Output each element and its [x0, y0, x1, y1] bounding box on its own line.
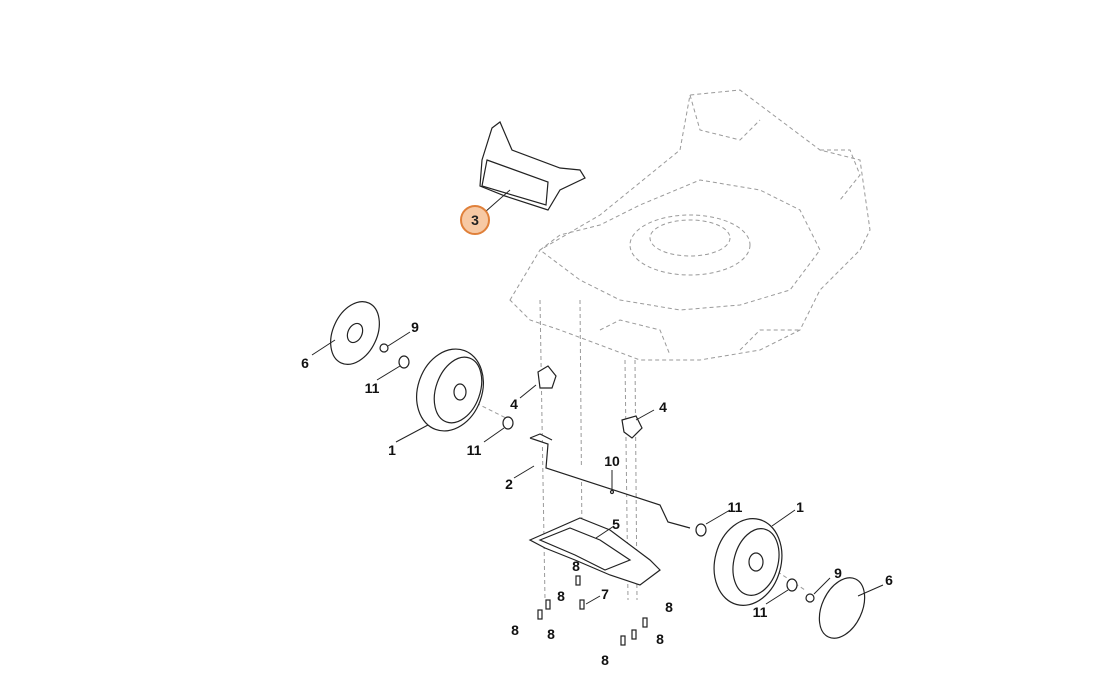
callout-8-f[interactable]: 8	[656, 631, 664, 647]
callout-11-right-lower[interactable]: 11	[753, 604, 768, 620]
bracket-left[interactable]	[537, 365, 557, 389]
callout-11-right[interactable]: 11	[728, 499, 743, 515]
callout-4-right[interactable]: 4	[659, 399, 667, 415]
callout-9-left[interactable]: 9	[411, 319, 419, 335]
callout-8-g[interactable]: 8	[601, 652, 609, 668]
callout-8-b[interactable]: 8	[557, 588, 565, 604]
spacer-right-lower[interactable]	[786, 578, 798, 592]
adjuster-plate-part[interactable]	[528, 517, 661, 586]
screw-part[interactable]	[537, 575, 648, 646]
spacer-right[interactable]	[695, 523, 707, 537]
callout-8-a[interactable]: 8	[572, 558, 580, 574]
callout-2[interactable]: 2	[505, 476, 513, 492]
callout-1-right[interactable]: 1	[796, 499, 804, 515]
callout-8-e[interactable]: 8	[665, 599, 673, 615]
callout-8-d[interactable]: 8	[547, 626, 555, 642]
callout-11-left-upper[interactable]: 11	[365, 380, 380, 396]
rear-flap-part[interactable]	[479, 121, 586, 213]
wheel-right[interactable]	[705, 511, 792, 613]
wheel-left[interactable]	[406, 340, 495, 441]
pin-part[interactable]	[609, 470, 615, 495]
leader-lines	[311, 331, 884, 605]
callout-4-left[interactable]: 4	[510, 396, 518, 412]
callout-6-right[interactable]: 6	[885, 572, 893, 588]
callout-3-highlighted[interactable]: 3	[460, 205, 490, 235]
callout-8-c[interactable]: 8	[511, 622, 519, 638]
nut-left[interactable]	[379, 343, 389, 353]
callout-7[interactable]: 7	[601, 586, 609, 602]
callout-label: 3	[471, 212, 479, 228]
callout-10[interactable]: 10	[604, 453, 620, 469]
hub-cap-left[interactable]	[321, 294, 389, 372]
nut-right[interactable]	[805, 593, 815, 603]
mower-deck	[469, 89, 871, 601]
spacer-left-upper[interactable]	[398, 355, 410, 369]
spacer-left-lower[interactable]	[502, 416, 514, 430]
callout-11-left-lower[interactable]: 11	[467, 442, 482, 458]
hub-cap-right[interactable]	[810, 571, 873, 646]
axle-part[interactable]	[529, 433, 691, 529]
callout-9-right[interactable]: 9	[834, 565, 842, 581]
callout-5[interactable]: 5	[612, 516, 620, 532]
bracket-right[interactable]	[621, 415, 643, 439]
callout-6-left[interactable]: 6	[301, 355, 309, 371]
callout-1-left[interactable]: 1	[388, 442, 396, 458]
